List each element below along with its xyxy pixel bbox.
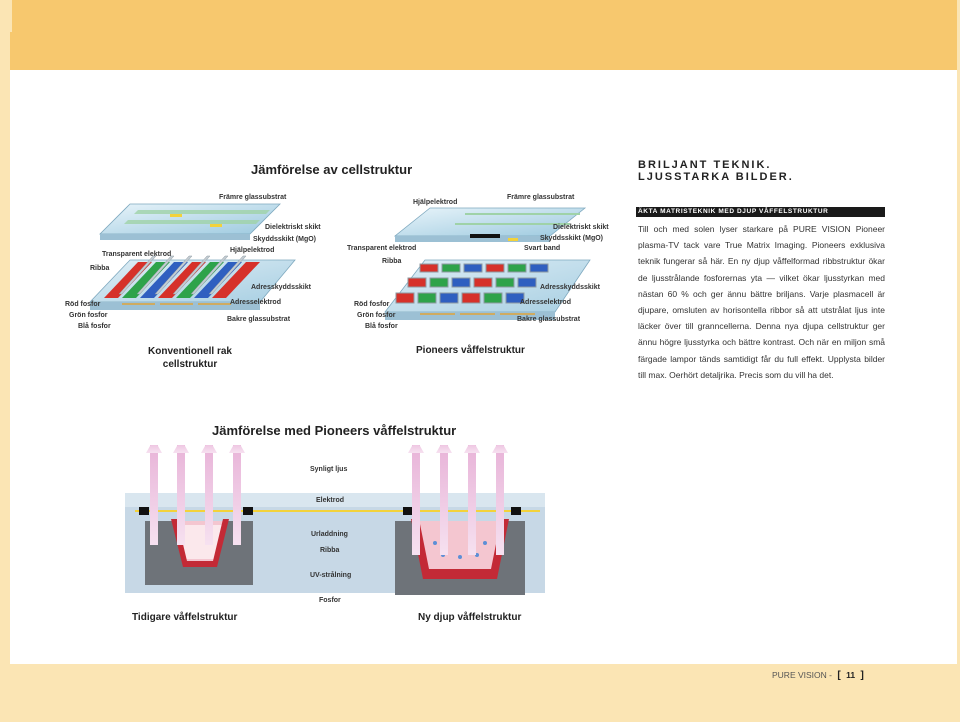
pioneer-label-red-phosphor: Röd fosfor [354, 301, 390, 308]
comparison-label-phosphor: Fosfor [319, 597, 341, 604]
pioneer-label-green-phosphor: Grön fosfor [357, 312, 396, 319]
label-aux-electrode: Hjälpelektrod [230, 247, 275, 254]
ribs [118, 255, 247, 295]
conventional-structure-diagram [89, 203, 296, 310]
page-number: 11 [846, 670, 856, 680]
pioneer-label-rear-glass: Bakre glassubstrat [517, 316, 581, 323]
new-waffle-cell [395, 519, 525, 595]
conventional-title-line2: cellstruktur [162, 359, 218, 370]
label-protective: Skyddsskikt (MgO) [253, 236, 317, 243]
pioneer-label-protective: Skyddsskikt (MgO) [540, 235, 604, 242]
comparison-label-uv: UV-strålning [310, 572, 352, 579]
sidebar-heading: BRILJANT TEKNIK. LJUSSTARKA BILDER. [638, 159, 794, 183]
label-transparent-electrode: Transparent elektrod [102, 251, 172, 258]
sidebar-heading-line1: BRILJANT TEKNIK. [638, 159, 772, 171]
footer-bracket-open: [ [837, 670, 841, 681]
label-rear-glass: Bakre glassubstrat [227, 316, 291, 323]
conventional-title-line1: Konventionell rak [148, 346, 232, 357]
label-red-phosphor: Röd fosfor [65, 301, 101, 308]
old-waffle-cell [145, 519, 253, 585]
pioneer-title: Pioneers våffelstruktur [416, 345, 525, 356]
old-caption: Tidigare våffelstruktur [132, 612, 238, 623]
sidebar-subheading: ÄKTA MATRISTEKNIK MED DJUP VÅFFELSTRUKTU… [636, 207, 885, 217]
top-margin-tab [0, 0, 12, 32]
page-footer: PURE VISION - [ 11 ] [772, 668, 867, 682]
comparison-label-electrode: Elektrod [316, 497, 345, 504]
comparison-label-rib: Ribba [320, 547, 340, 554]
conventional-title: Konventionell rak cellstruktur [140, 345, 240, 371]
front-glass-plate [99, 203, 281, 235]
new-light-arrows [408, 445, 508, 555]
bottom-margin [10, 664, 957, 722]
old-light-arrows [146, 445, 245, 545]
pioneer-label-black-band: Svart band [524, 245, 561, 252]
sidebar-heading-line2: LJUSSTARKA BILDER. [638, 171, 794, 183]
pioneer-label-aux-electrode: Hjälpelektrod [413, 199, 458, 206]
pioneer-label-transparent-electrode: Transparent elektrod [347, 245, 417, 252]
footer-bracket-close: ] [860, 670, 864, 681]
comparison-title: Jämförelse med Pioneers våffelstruktur [212, 423, 457, 438]
pioneer-label-rib: Ribba [382, 258, 402, 265]
label-address-electrode: Adresselektrod [230, 299, 281, 306]
pioneer-label-dielectric: Dielektriskt skikt [553, 224, 609, 231]
comparison-label-visible-light: Synligt ljus [310, 466, 348, 473]
pioneer-label-front-glass: Främre glassubstrat [507, 194, 575, 201]
pioneer-front-glass-plate [393, 207, 587, 237]
new-caption: Ny djup våffelstruktur [418, 612, 522, 623]
pioneer-label-address-electrode: Adresselektrod [520, 299, 571, 306]
label-address-protect: Adresskyddsskikt [251, 284, 311, 291]
pioneer-structure-diagram [384, 207, 591, 320]
pioneer-label-address-protect: Adresskyddsskikt [540, 284, 600, 291]
waffle-cells [395, 263, 549, 304]
label-front-glass: Främre glassubstrat [219, 194, 287, 201]
pioneer-label-blue-phosphor: Blå fosfor [365, 323, 398, 330]
comparison-diagram [125, 445, 545, 595]
page-title: Jämförelse av cellstruktur [251, 162, 413, 177]
label-rib: Ribba [90, 265, 110, 272]
sidebar-body-text: Till och med solen lyser starkare på PUR… [638, 224, 885, 380]
footer-brand: PURE VISION - [772, 670, 832, 680]
label-blue-phosphor: Blå fosfor [78, 323, 111, 330]
label-dielectric: Dielektriskt skikt [265, 224, 321, 231]
top-accent-band [10, 0, 957, 70]
comparison-label-discharge: Urladdning [311, 531, 348, 538]
label-green-phosphor: Grön fosfor [69, 312, 108, 319]
